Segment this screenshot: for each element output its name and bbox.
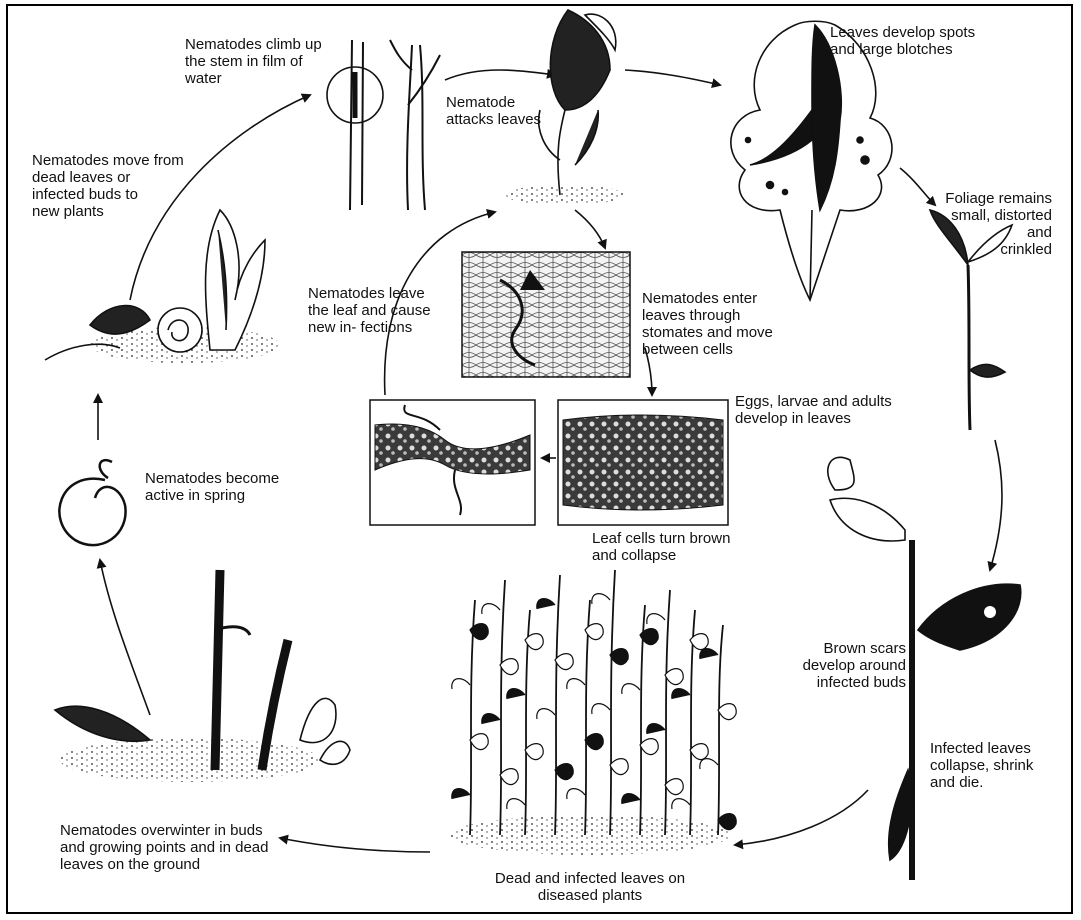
- label-leave-leaf: Nematodes leave the leaf and cause new i…: [308, 285, 431, 336]
- plant-leaf: [452, 679, 470, 689]
- plant-leaf: [665, 779, 683, 795]
- label-leaf-spots: Leaves develop spots and large blotches: [830, 24, 975, 58]
- leaf-section-entry: [462, 252, 630, 377]
- plant-leaf: [690, 744, 708, 760]
- plant-leaf: [592, 594, 610, 604]
- label-enter-leaves: Nematodes enter leaves through stomates …: [642, 290, 773, 358]
- arrow-to-spring: [100, 560, 150, 715]
- plant-leaf: [470, 734, 488, 750]
- plant-leaf: [610, 759, 628, 775]
- arrow-to-overwinter: [280, 838, 430, 852]
- label-infected-collapse: Infected leaves collapse, shrink and die…: [930, 740, 1033, 791]
- label-foliage-small: Foliage remains small, distorted and cri…: [930, 190, 1052, 258]
- arrow-to-enter: [575, 210, 605, 248]
- plant-leaf: [567, 789, 585, 799]
- label-dead-infected: Dead and infected leaves on diseased pla…: [440, 870, 740, 904]
- coiled-nematode-illustration: [59, 460, 125, 545]
- plant-stem: [610, 570, 615, 835]
- dead-leaves-cluster-illustration: [45, 210, 280, 363]
- overwinter-plants-illustration: [55, 570, 350, 782]
- plant-leaf: [555, 654, 573, 670]
- plant-leaf: [482, 714, 500, 724]
- plant-leaf: [718, 704, 736, 720]
- label-active-spring: Nematodes become active in spring: [145, 470, 279, 504]
- stem-illustration: [327, 40, 440, 210]
- diseased-plants-illustration: [450, 570, 736, 855]
- plant-leaf: [622, 794, 640, 804]
- plant-stem: [500, 580, 505, 835]
- label-move-from-dead: Nematodes move from dead leaves or infec…: [32, 152, 184, 220]
- plant-leaf: [507, 799, 525, 809]
- arrow-stem-to-attack: [445, 70, 555, 80]
- plant-leaf: [555, 764, 573, 780]
- plant-stem: [665, 590, 670, 835]
- plant-leaf: [700, 649, 718, 659]
- plant-leaf: [537, 709, 555, 719]
- plant-leaf: [500, 769, 518, 785]
- plant-leaf: [640, 739, 658, 755]
- soil-magnifier: [158, 308, 202, 352]
- leaf-section-infested: [558, 400, 728, 525]
- spotted-leaf-illustration: [731, 21, 892, 300]
- plant-leaf: [647, 724, 665, 734]
- plant-leaf: [507, 689, 525, 699]
- plant-leaf: [647, 614, 665, 624]
- plant-leaf: [482, 604, 500, 614]
- label-overwinter: Nematodes overwinter in buds and growing…: [60, 822, 269, 873]
- plant-leaf: [585, 734, 603, 750]
- arrow-to-dead-plants: [735, 790, 868, 845]
- arrow-to-spots: [625, 70, 720, 85]
- plant-leaf: [525, 744, 543, 760]
- plant-stem: [555, 575, 560, 835]
- plant-leaf: [537, 599, 555, 609]
- plant-leaf: [718, 814, 736, 830]
- label-climb-stem: Nematodes climb up the stem in film of w…: [185, 36, 322, 87]
- plant-leaf: [592, 704, 610, 714]
- leaf-section-exit: [370, 400, 535, 525]
- arrow-to-brown-scars: [990, 440, 1002, 570]
- label-cells-brown: Leaf cells turn brown and collapse: [592, 530, 730, 564]
- plant-leaf: [665, 669, 683, 685]
- plant-leaf: [672, 689, 690, 699]
- label-attacks-leaves: Nematode attacks leaves: [446, 94, 541, 128]
- plant-leaf: [700, 759, 718, 769]
- plant-leaf: [452, 789, 470, 799]
- plant-stem: [718, 625, 723, 835]
- plant-leaf: [567, 679, 585, 689]
- plant-leaf: [672, 799, 690, 809]
- plant-leaf: [500, 659, 518, 675]
- plant-leaf: [622, 684, 640, 694]
- label-brown-scars: Brown scars develop around infected buds: [780, 640, 906, 691]
- label-eggs-larvae: Eggs, larvae and adults develop in leave…: [735, 393, 892, 427]
